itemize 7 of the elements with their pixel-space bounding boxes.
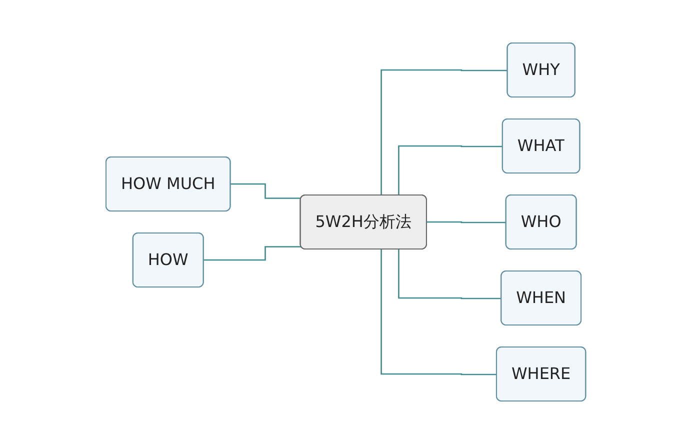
- connector: [380, 249, 497, 375]
- connector: [230, 182, 301, 198]
- connector: [202, 246, 301, 261]
- connector: [398, 144, 503, 195]
- connector: [380, 68, 508, 195]
- connector: [426, 220, 506, 223]
- connector: [398, 249, 502, 299]
